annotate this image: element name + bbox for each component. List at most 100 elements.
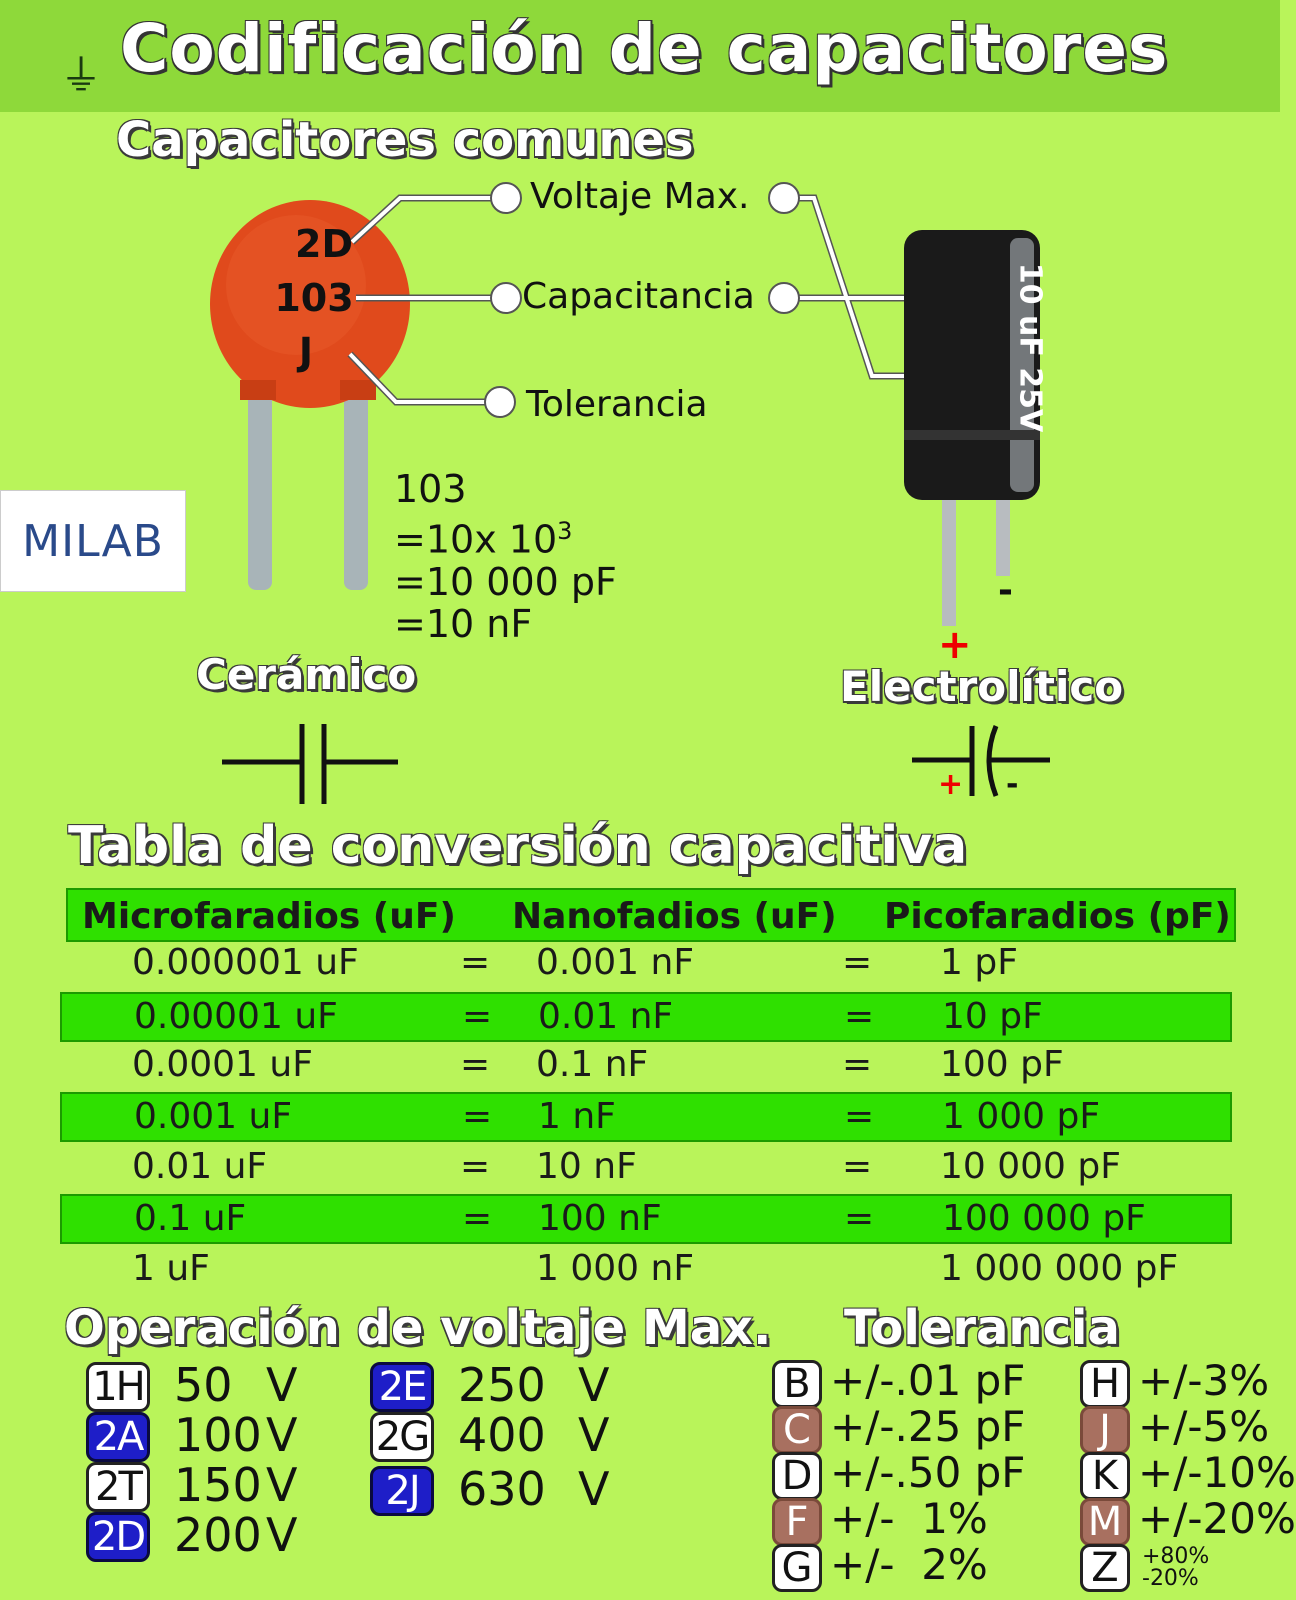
cell-pf: 100 pF xyxy=(940,1044,1064,1085)
capacitor-illustration: + - xyxy=(210,182,1050,804)
cell-pf: 10 000 pF xyxy=(940,1146,1121,1187)
tolerance-code-badge: H xyxy=(1080,1360,1130,1408)
cell-equals: = xyxy=(462,1096,493,1137)
cell-uf: 0.00001 uF xyxy=(134,996,338,1037)
voltage-unit: V xyxy=(266,1508,298,1562)
table-heading: Tabla de conversión capacitiva xyxy=(68,816,968,876)
voltage-code-badge: 2E xyxy=(370,1362,434,1412)
voltage-unit: V xyxy=(578,1462,610,1516)
tolerance-code-badge: G xyxy=(772,1544,822,1592)
cell-equals: = xyxy=(462,996,493,1037)
cell-uf: 1 uF xyxy=(132,1248,210,1289)
cell-uf: 0.0001 uF xyxy=(132,1044,313,1085)
cell-uf: 0.01 uF xyxy=(132,1146,268,1187)
calc-line-3: =10 000 pF xyxy=(394,559,617,604)
calc-line-1: 103 xyxy=(394,467,467,511)
page-title: Codificación de capacitores xyxy=(120,10,1169,87)
tolerance-value-top: +80% xyxy=(1142,1544,1210,1569)
voltage-unit: V xyxy=(578,1408,610,1462)
ceramic-leg-left xyxy=(248,380,272,590)
capacitance-dot-right xyxy=(768,282,800,314)
table-header: Microfaradios (uF) Nanofadios (uF) Picof… xyxy=(66,888,1236,942)
electrolytic-heading: Electrolítico xyxy=(840,662,1124,711)
voltage-code-badge: 2J xyxy=(370,1466,434,1516)
voltage-unit: V xyxy=(266,1358,298,1412)
svg-text:+: + xyxy=(938,767,963,802)
cell-nf: 10 nF xyxy=(536,1146,637,1187)
electrolytic-marking: 10 uF 25V xyxy=(1012,262,1048,433)
voltage-code-badge: 2D xyxy=(86,1512,150,1562)
cell-nf: 0.001 nF xyxy=(536,942,695,983)
tolerance-value: +/-.50 pF xyxy=(830,1448,1026,1497)
tolerance-value: +/-3% xyxy=(1138,1356,1270,1405)
tolerance-code-badge: K xyxy=(1080,1452,1130,1500)
header-pf: Picofaradios (pF) xyxy=(884,896,1231,937)
tolerance-value: +/-5% xyxy=(1138,1402,1270,1451)
tolerance-value: +/-20% xyxy=(1138,1494,1296,1543)
tolerance-dot xyxy=(484,386,516,418)
voltage-unit: V xyxy=(578,1358,610,1412)
cell-nf: 1 000 nF xyxy=(536,1248,695,1289)
cell-equals: = xyxy=(842,942,873,983)
cell-equals: = xyxy=(842,1044,873,1085)
tolerance-code-badge: D xyxy=(772,1452,822,1500)
capacitance-dot-left xyxy=(490,282,522,314)
cell-nf: 1 nF xyxy=(538,1096,616,1137)
milab-logo: MILAB xyxy=(0,490,186,592)
voltage-value: 200 xyxy=(174,1508,262,1562)
electrolytic-plus: + xyxy=(938,622,972,668)
tolerance-code-badge: C xyxy=(772,1406,822,1454)
tolerance-value: +/- 1% xyxy=(830,1494,988,1543)
cell-uf: 0.1 uF xyxy=(134,1198,247,1239)
cell-equals: = xyxy=(460,1146,491,1187)
cell-pf: 10 pF xyxy=(942,996,1043,1037)
tolerance-code-badge: M xyxy=(1080,1498,1130,1546)
voltage-value: 150 xyxy=(174,1458,262,1512)
ceramic-foot-left xyxy=(240,380,276,400)
cell-pf: 1 000 pF xyxy=(942,1096,1101,1137)
cell-equals: = xyxy=(842,1146,873,1187)
cell-pf: 1 000 000 pF xyxy=(940,1248,1179,1289)
table-row: 0.1 uF=100 nF=100 000 pF xyxy=(60,1194,1232,1244)
voltage-unit: V xyxy=(266,1458,298,1512)
electrolytic-schematic-symbol xyxy=(912,725,1050,797)
tolerance-value: +/-.01 pF xyxy=(830,1356,1026,1405)
voltage-dot-right xyxy=(768,182,800,214)
cell-equals: = xyxy=(844,1198,875,1239)
tolerance-heading: Tolerancia xyxy=(844,1300,1120,1356)
table-row: 0.001 uF = 1 nF = 1 000 pF xyxy=(60,1092,1232,1142)
cell-nf: 0.1 nF xyxy=(536,1044,649,1085)
cell-equals: = xyxy=(844,996,875,1037)
tolerance-value-bottom: -20% xyxy=(1142,1566,1199,1591)
voltage-value: 250 xyxy=(458,1358,546,1412)
table-row: 0.0001 uF = 0.1 nF = 100 pF xyxy=(60,1042,1232,1092)
cell-equals: = xyxy=(460,1044,491,1085)
cell-pf: 100 000 pF xyxy=(942,1198,1146,1239)
title-banner: ⏚ Codificación de capacitores xyxy=(0,0,1280,112)
tolerance-code-badge: F xyxy=(772,1498,822,1546)
table-row: 0.000001 uF=0.001 nF=1 pF xyxy=(60,940,1232,990)
table-row: 0.01 uF = 10 nF = 10 000 pF xyxy=(60,1144,1232,1194)
tolerance-code-badge: J xyxy=(1080,1406,1130,1454)
table-row: 0.00001 uF=0.01 nF=10 pF xyxy=(60,992,1232,1042)
table-row: 1 uF 1 000 nF 1 000 000 pF xyxy=(60,1246,1232,1296)
cell-equals: = xyxy=(462,1198,493,1239)
ceramic-leg-right xyxy=(344,380,368,590)
voltage-value: 630 xyxy=(458,1462,546,1516)
tolerance-value: +/- 2% xyxy=(830,1540,988,1589)
voltage-unit: V xyxy=(266,1408,298,1462)
capacitor-symbol-icon: ⏚ xyxy=(60,51,103,100)
cell-uf: 0.001 uF xyxy=(134,1096,293,1137)
electrolytic-leg-plus xyxy=(942,496,956,626)
cell-equals: = xyxy=(844,1096,875,1137)
voltage-code-badge: 2T xyxy=(86,1462,150,1512)
cell-uf: 0.000001 uF xyxy=(132,942,359,983)
capacitance-calculation: 103 =10x 103 =10 000 pF =10 nF xyxy=(394,468,617,645)
tolerance-code-badge: Z xyxy=(1080,1544,1130,1592)
label-tolerance: Tolerancia xyxy=(526,384,708,425)
tolerance-code-badge: B xyxy=(772,1360,822,1408)
ceramic-code-voltage: 2D xyxy=(295,222,353,266)
voltage-code-badge: 2A xyxy=(86,1412,150,1462)
voltage-heading: Operación de voltaje Max. xyxy=(64,1300,772,1356)
common-capacitors-heading: Capacitores comunes xyxy=(116,112,694,168)
